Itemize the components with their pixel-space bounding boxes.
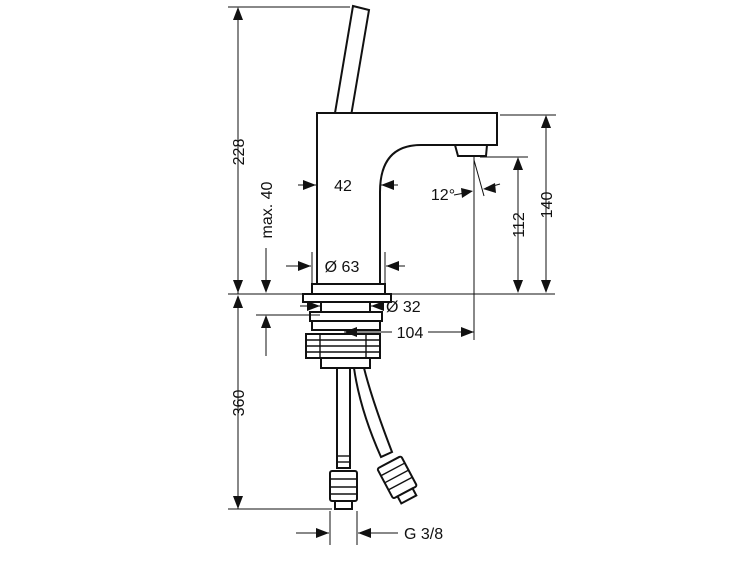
clamp-nut [311,320,381,331]
label-below-deck: 360 [231,390,248,417]
hose-straight [336,367,351,469]
dim-spout-angle: 12° [431,159,501,204]
hose-nut-right [376,455,418,505]
faucet-body [302,4,498,303]
aerator-outlet [453,144,489,157]
dim-total-height: 228 [228,6,350,294]
washer [309,311,383,322]
label-connection: G 3/8 [404,526,443,543]
thread-end [320,357,371,369]
label-total-height: 228 [231,139,248,166]
label-spout-width: 42 [334,178,352,195]
spout-and-column [316,112,498,285]
dim-outlet-height: 112 [480,156,528,293]
dim-base-diameter: Ø 63 [286,252,405,284]
label-reach: 104 [397,325,424,342]
dim-shank-diameter: Ø 32 [300,299,421,316]
base-ring [311,283,386,295]
hose-bent [352,367,394,459]
dim-spout-height: 140 [500,114,556,293]
dim-connection: G 3/8 [296,511,443,545]
label-shank-diameter: Ø 32 [386,299,421,316]
label-max-deck: max. 40 [259,181,276,238]
label-base-diameter: Ø 63 [325,259,360,276]
label-outlet-height: 112 [511,212,528,238]
dim-spout-width: 42 [298,178,398,195]
shank-assembly [305,301,383,369]
dim-reach: 104 [344,157,475,342]
label-spout-angle: 12° [431,187,455,204]
deck-plate [302,293,392,303]
label-spout-height: 140 [539,192,556,219]
shank [320,301,371,313]
supply-hoses [329,367,418,510]
dim-below-deck: 360 [228,295,332,510]
hose-nut-left [329,470,358,502]
lever-handle [333,4,371,118]
dim-max-deck: max. 40 [256,181,320,356]
